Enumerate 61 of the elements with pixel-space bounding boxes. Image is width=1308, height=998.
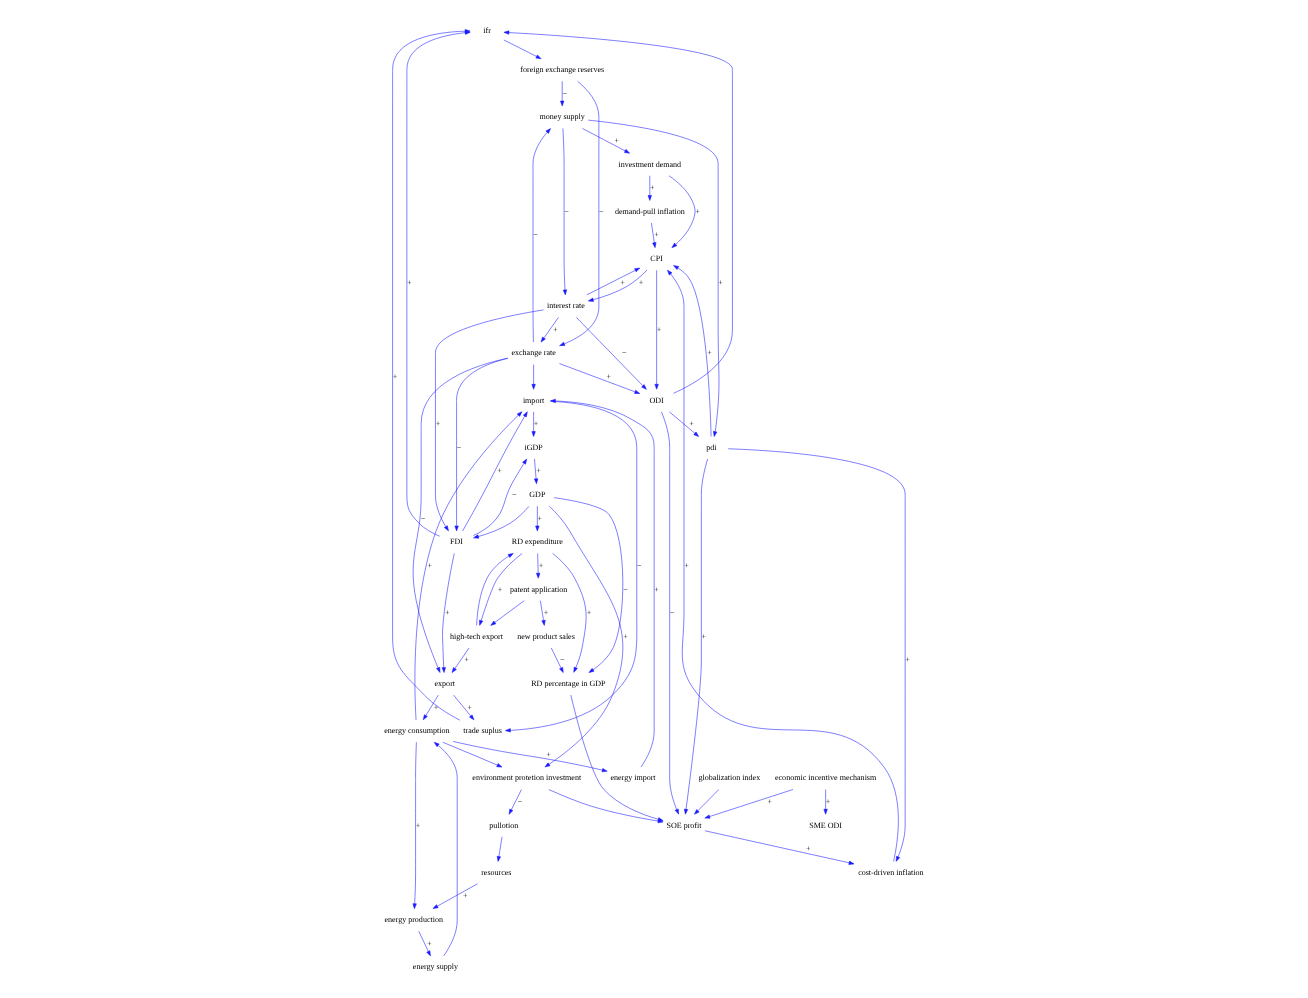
arrow [490, 600, 525, 626]
arrow [442, 742, 503, 768]
arrow [531, 364, 536, 390]
arrow [823, 789, 828, 815]
arrow [454, 358, 509, 532]
arrow [535, 505, 540, 532]
arrow [647, 175, 652, 201]
arrow [532, 128, 551, 343]
arrow [694, 789, 720, 815]
arrow [588, 119, 720, 437]
arrow [540, 317, 559, 343]
arrow [704, 830, 855, 865]
arrow [550, 647, 564, 673]
arrow [727, 448, 906, 862]
arrow [704, 789, 794, 819]
arrow [503, 30, 733, 394]
arrow [586, 267, 641, 296]
arrow [503, 39, 542, 59]
arrow [412, 357, 509, 673]
arrow [433, 742, 458, 957]
arrow [544, 505, 624, 768]
arrow [669, 411, 699, 437]
arrow [553, 497, 624, 673]
arrow [559, 363, 641, 394]
arrow [559, 80, 600, 346]
arrow [414, 411, 523, 721]
arrow [432, 883, 478, 909]
arrow [534, 458, 539, 484]
arrow [654, 270, 659, 390]
arrow [661, 411, 679, 815]
arrow [412, 741, 417, 909]
arrow [473, 506, 530, 539]
arrow [531, 411, 536, 437]
arrow [560, 81, 565, 107]
arrow [452, 741, 608, 773]
arrow [667, 269, 899, 862]
arrow [505, 401, 638, 733]
arrow [536, 553, 541, 579]
arrow [582, 128, 630, 154]
arrow [473, 458, 527, 536]
arrow [453, 694, 475, 721]
arrow [418, 930, 431, 957]
arrow [576, 317, 647, 390]
arrow [479, 553, 523, 626]
arrow [552, 553, 587, 673]
arrow [588, 269, 648, 302]
arrow [651, 222, 657, 248]
arrow [684, 458, 708, 815]
arrow [562, 128, 567, 296]
arrow [435, 309, 544, 532]
arrow [550, 398, 655, 768]
arrow [673, 265, 712, 437]
arrow [540, 600, 546, 626]
arrow [462, 411, 528, 532]
arrow [423, 694, 439, 721]
arrow [476, 553, 514, 626]
arrow [668, 175, 696, 248]
arrow [508, 789, 522, 815]
arrow [496, 836, 503, 862]
arrow [451, 647, 470, 673]
arrow [441, 553, 455, 673]
